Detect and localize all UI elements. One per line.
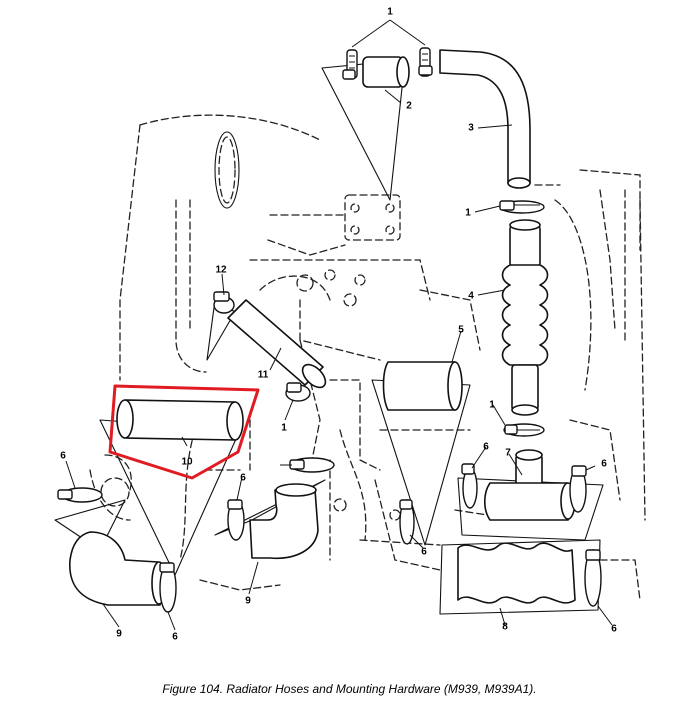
callout-1: 1 xyxy=(489,400,495,411)
callout-1: 1 xyxy=(387,7,393,18)
leader-lines xyxy=(65,19,613,631)
upper-hose-assembly xyxy=(321,47,531,201)
clamp-6-center-left xyxy=(227,499,245,541)
part-8-hose xyxy=(439,539,602,615)
clamp-1-top-right xyxy=(418,47,433,77)
clamp-6-left-tee xyxy=(461,463,478,509)
part-11-hose xyxy=(206,291,327,402)
part-9-left-elbow xyxy=(54,487,177,613)
callout-1: 1 xyxy=(281,423,287,434)
clamp-12 xyxy=(213,291,235,314)
callout-2: 2 xyxy=(406,101,412,112)
clamp-1-top-left xyxy=(342,49,358,80)
clamp-6-right-tee xyxy=(569,465,587,513)
clamp-1-lower-left xyxy=(285,382,311,402)
callout-7: 7 xyxy=(505,448,511,459)
part-7-tee xyxy=(457,449,604,541)
callout-6: 6 xyxy=(421,547,427,558)
radiator-hose-diagram: 1 2 3 1 4 5 1 6 7 6 12 11 1 10 6 6 6 9 9… xyxy=(54,7,646,643)
callout-6: 6 xyxy=(611,624,617,635)
callout-9: 9 xyxy=(245,596,251,607)
figure-caption: Figure 104. Radiator Hoses and Mounting … xyxy=(162,682,537,696)
clamp-6-left-top xyxy=(57,487,103,503)
part-4-convoluted-hose xyxy=(499,200,549,437)
callout-6: 6 xyxy=(601,459,607,470)
clamp-1-upper-middle xyxy=(499,200,545,214)
callout-6: 6 xyxy=(240,473,246,484)
part-10-hose xyxy=(99,384,260,576)
clamp-6-left-bottom xyxy=(159,562,177,613)
callout-3: 3 xyxy=(468,123,474,134)
clamp-1-lower-middle xyxy=(503,423,545,437)
callout-6: 6 xyxy=(483,442,489,453)
callout-10: 10 xyxy=(181,457,193,468)
callout-9: 9 xyxy=(116,629,122,640)
part-5-hose xyxy=(371,361,471,546)
callout-6: 6 xyxy=(172,632,178,643)
callout-5: 5 xyxy=(458,325,464,336)
clamp-6-center-right xyxy=(399,499,415,545)
part-10-highlight-box xyxy=(108,384,260,480)
clamp-6-center-top xyxy=(289,457,335,473)
callout-8: 8 xyxy=(502,622,508,633)
callout-11: 11 xyxy=(258,370,269,381)
callout-1: 1 xyxy=(465,208,471,219)
engine-outline xyxy=(89,114,646,601)
callout-4: 4 xyxy=(468,291,474,302)
callout-numbers: 1 2 3 1 4 5 1 6 7 6 12 11 1 10 6 6 6 9 9… xyxy=(60,7,617,643)
callout-12: 12 xyxy=(215,265,227,276)
callout-6: 6 xyxy=(60,451,66,462)
clamp-6-part8 xyxy=(584,549,602,607)
